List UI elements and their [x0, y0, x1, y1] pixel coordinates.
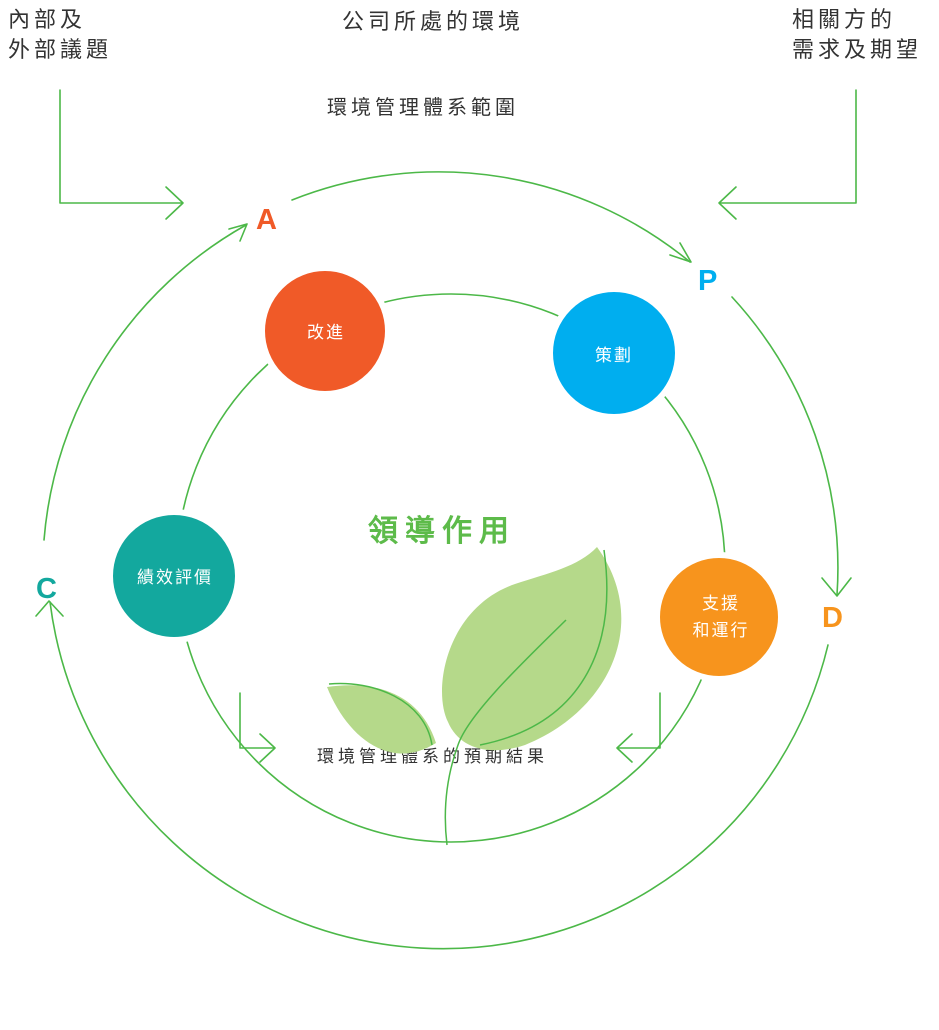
evaluate-stage-circle	[107, 509, 241, 643]
small-leaf	[327, 685, 436, 754]
outer-arrowhead-p	[669, 242, 692, 263]
outer-arrowhead-a	[228, 223, 248, 242]
left-input-arrowhead	[165, 186, 184, 220]
check-letter: C	[36, 573, 57, 605]
leadership-label: 領導作用	[368, 514, 516, 549]
interested-line1: 相關方的	[792, 8, 897, 33]
small-leaf-vein	[328, 682, 433, 746]
outer-arrowhead-c	[35, 600, 64, 617]
evaluate-stage-label: 績效評價	[137, 568, 213, 588]
large-leaf-stem	[444, 619, 567, 846]
improve-stage-circle	[259, 265, 391, 397]
outer-arc-a-to-p	[291, 171, 691, 263]
support-stage-label-line1: 支援	[702, 594, 740, 614]
internal-external-line1: 內部及	[8, 8, 87, 33]
outer-arc-c-to-a	[43, 224, 247, 541]
interested-line2: 需求及期望	[792, 38, 923, 63]
leaves-illustration	[327, 547, 622, 846]
bottom-left-output-connector	[239, 692, 275, 749]
outer-arrowhead-d	[821, 577, 852, 597]
do-letter: D	[822, 602, 843, 634]
context-label: 公司所處的環境	[342, 10, 525, 35]
plan-letter: P	[698, 265, 717, 297]
outer-arc-d-to-c	[49, 601, 829, 950]
internal-external-issues-label: 內部及 外部議題	[8, 6, 112, 66]
scope-label: 環境管理體系範圍	[327, 95, 519, 119]
interested-parties-label: 相關方的 需求及期望	[792, 6, 922, 66]
act-letter: A	[256, 204, 277, 236]
improve-stage-label: 改進	[307, 323, 345, 343]
bottom-left-output-arrowhead	[259, 733, 276, 763]
support-stage-label-line2: 和運行	[693, 621, 750, 641]
support-stage-circle	[654, 552, 784, 682]
right-input-connector	[719, 89, 857, 204]
bottom-right-output-connector	[617, 692, 661, 749]
right-input-arrowhead	[718, 186, 737, 220]
large-leaf-edge	[479, 549, 608, 746]
internal-external-line2: 外部議題	[8, 38, 113, 63]
large-leaf	[442, 547, 622, 751]
plan-stage-label: 策劃	[595, 346, 633, 366]
bottom-right-output-arrowhead	[616, 733, 633, 763]
plan-stage-circle	[547, 286, 681, 420]
left-input-connector	[59, 89, 183, 204]
intended-outcomes-label: 環境管理體系的預期結果	[317, 747, 548, 767]
outer-arc-p-to-d	[731, 296, 839, 596]
